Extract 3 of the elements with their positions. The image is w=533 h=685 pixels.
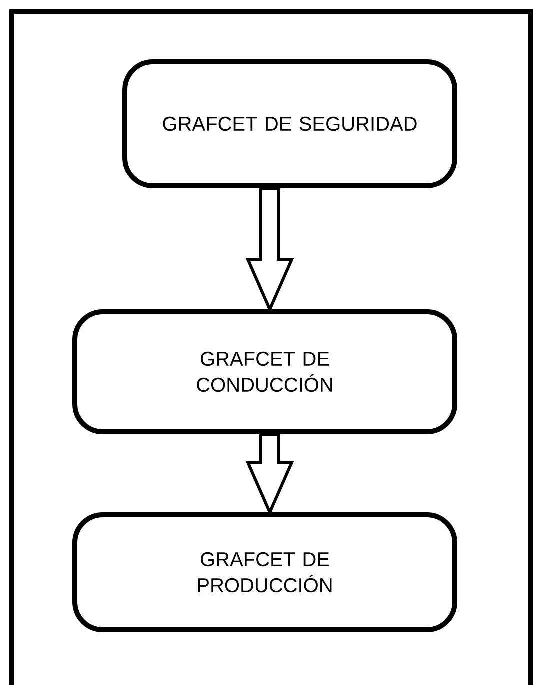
- process-box: GRAFCET DE CONDUCCIÓN: [72, 310, 458, 434]
- process-box: GRAFCET DE SEGURIDAD: [122, 60, 458, 188]
- process-box: GRAFCET DE PRODUCCIÓN: [72, 512, 458, 632]
